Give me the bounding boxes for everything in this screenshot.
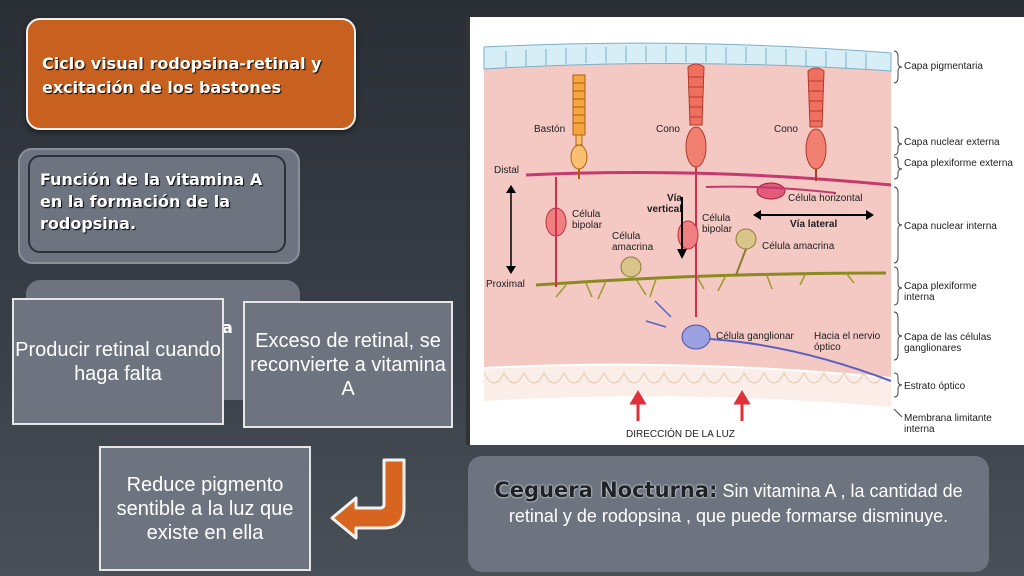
retina-diagram: Bastón Cono Cono Distal Proximal Célula … (466, 17, 1024, 445)
vitamin-title: Función de la vitamina A en la formación… (40, 170, 263, 233)
exceso-box: Exceso de retinal, se reconvierte a vita… (243, 301, 453, 428)
label-bipolar-2: Célula bipolar (702, 213, 733, 235)
page-title: Ciclo visual rodopsina-retinal y excitac… (42, 54, 322, 97)
retina-diagram-svg (466, 17, 903, 445)
label-cono-1: Cono (656, 124, 680, 135)
label-hacia: Hacia el nervio óptico (814, 331, 881, 353)
label-horizontal: Célula horizontal (788, 193, 863, 204)
reduce-box: Reduce pigmento sentible a la luz que ex… (99, 446, 311, 571)
layer-label: Capa nuclear externa (904, 137, 1000, 148)
ceguera-box: Ceguera Nocturna: Sin vitamina A , la ca… (468, 456, 989, 572)
label-amacrina-1: Célula amacrina (612, 231, 654, 253)
layer-label: Capa nuclear interna (904, 221, 997, 232)
label-direccion-luz: DIRECCIÓN DE LA LUZ (626, 429, 735, 440)
label-bipolar-1: Célula bipolar (572, 209, 603, 231)
layer-label: Capa plexiforme interna (904, 281, 977, 303)
retinal-box: Producir retinal cuando haga falta (12, 298, 224, 425)
layer-label: Estrato óptico (904, 381, 966, 392)
label-distal: Distal (494, 165, 520, 176)
ceguera-text: Sin vitamina A , la cantidad de retinal … (508, 481, 963, 526)
exceso-text: Exceso de retinal, se reconvierte a vita… (250, 329, 446, 400)
vitamin-box: Función de la vitamina A en la formación… (28, 155, 286, 253)
title-box: Ciclo visual rodopsina-retinal y excitac… (26, 18, 356, 130)
label-cono-2: Cono (774, 124, 798, 135)
layer-label: Capa de las células ganglionares (904, 332, 992, 354)
label-ganglionar: Célula ganglionar (716, 331, 794, 342)
layer-label: Capa pigmentaria (904, 61, 983, 72)
label-proximal: Proximal (486, 279, 525, 290)
layer-label: Membrana limitante interna (904, 413, 992, 435)
label-via-vertical: Vía vertical (646, 193, 682, 215)
ceguera-title: Ceguera Nocturna: (494, 478, 718, 502)
reduce-text: Reduce pigmento sentible a la luz que ex… (116, 473, 294, 544)
curved-arrow-icon (326, 456, 410, 545)
label-via-lateral: Vía lateral (790, 219, 838, 230)
retinal-text: Producir retinal cuando haga falta (15, 338, 221, 385)
hidden-fragment: a (222, 318, 233, 337)
label-baston: Bastón (534, 124, 566, 135)
layer-label: Capa plexiforme externa (904, 158, 1013, 169)
label-amacrina-2: Célula amacrina (762, 241, 835, 252)
